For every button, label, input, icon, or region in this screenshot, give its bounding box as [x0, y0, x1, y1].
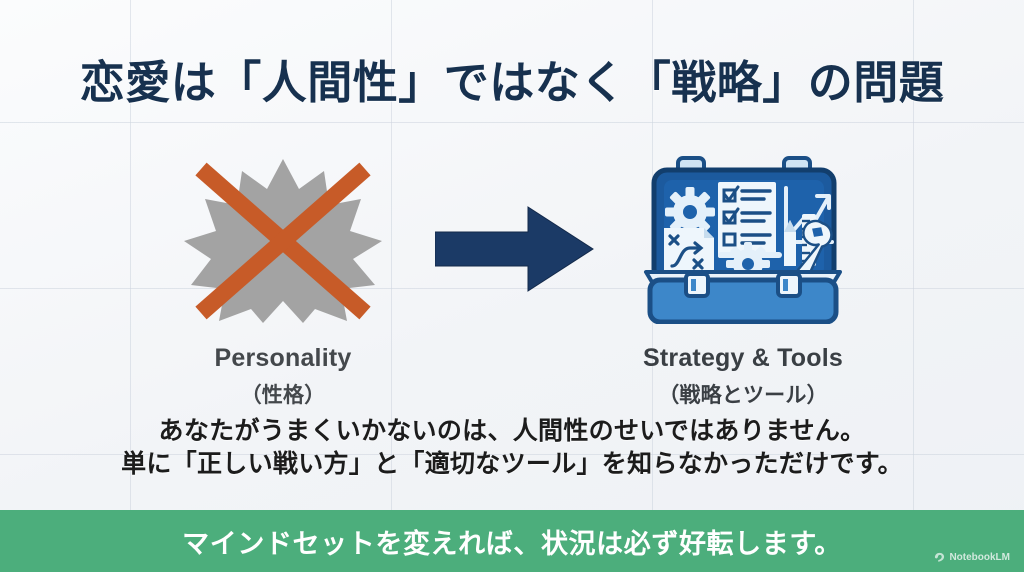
body-line-1: あなたがうまくいかないのは、人間性のせいではありません。: [158, 417, 866, 445]
concept-label-jp: （性格）: [240, 384, 326, 407]
notebooklm-watermark: NotebookLM: [934, 552, 1010, 563]
notebooklm-logo-icon: [935, 552, 945, 562]
concept-strategy-tools: Strategy & Tools （戦略とツール）: [578, 150, 908, 409]
starburst-crossed-out-icon: [118, 150, 448, 330]
concept-personality: Personality （性格）: [118, 150, 448, 409]
footer-message: マインドセットを変えれば、状況は必ず好転します。: [182, 528, 842, 559]
body-paragraph: あなたがうまくいかないのは、人間性のせいではありません。 単に「正しい戦い方」と…: [0, 415, 1024, 481]
toolbox-icon: [578, 150, 908, 330]
body-line-2: 単に「正しい戦い方」と「適切なツール」を知らなかっただけです。: [121, 450, 903, 478]
watermark-label: NotebookLM: [949, 552, 1010, 563]
concept-label-en: Strategy & Tools: [643, 344, 843, 372]
concept-label-en: Personality: [214, 344, 352, 372]
right-arrow-icon: [434, 205, 595, 293]
page-title: 恋愛は「人間性」ではなく「戦略」の問題: [79, 57, 945, 108]
concept-label-jp: （戦略とツール）: [658, 384, 828, 407]
footer-banner: マインドセットを変えれば、状況は必ず好転します。 NotebookLM: [0, 510, 1024, 572]
